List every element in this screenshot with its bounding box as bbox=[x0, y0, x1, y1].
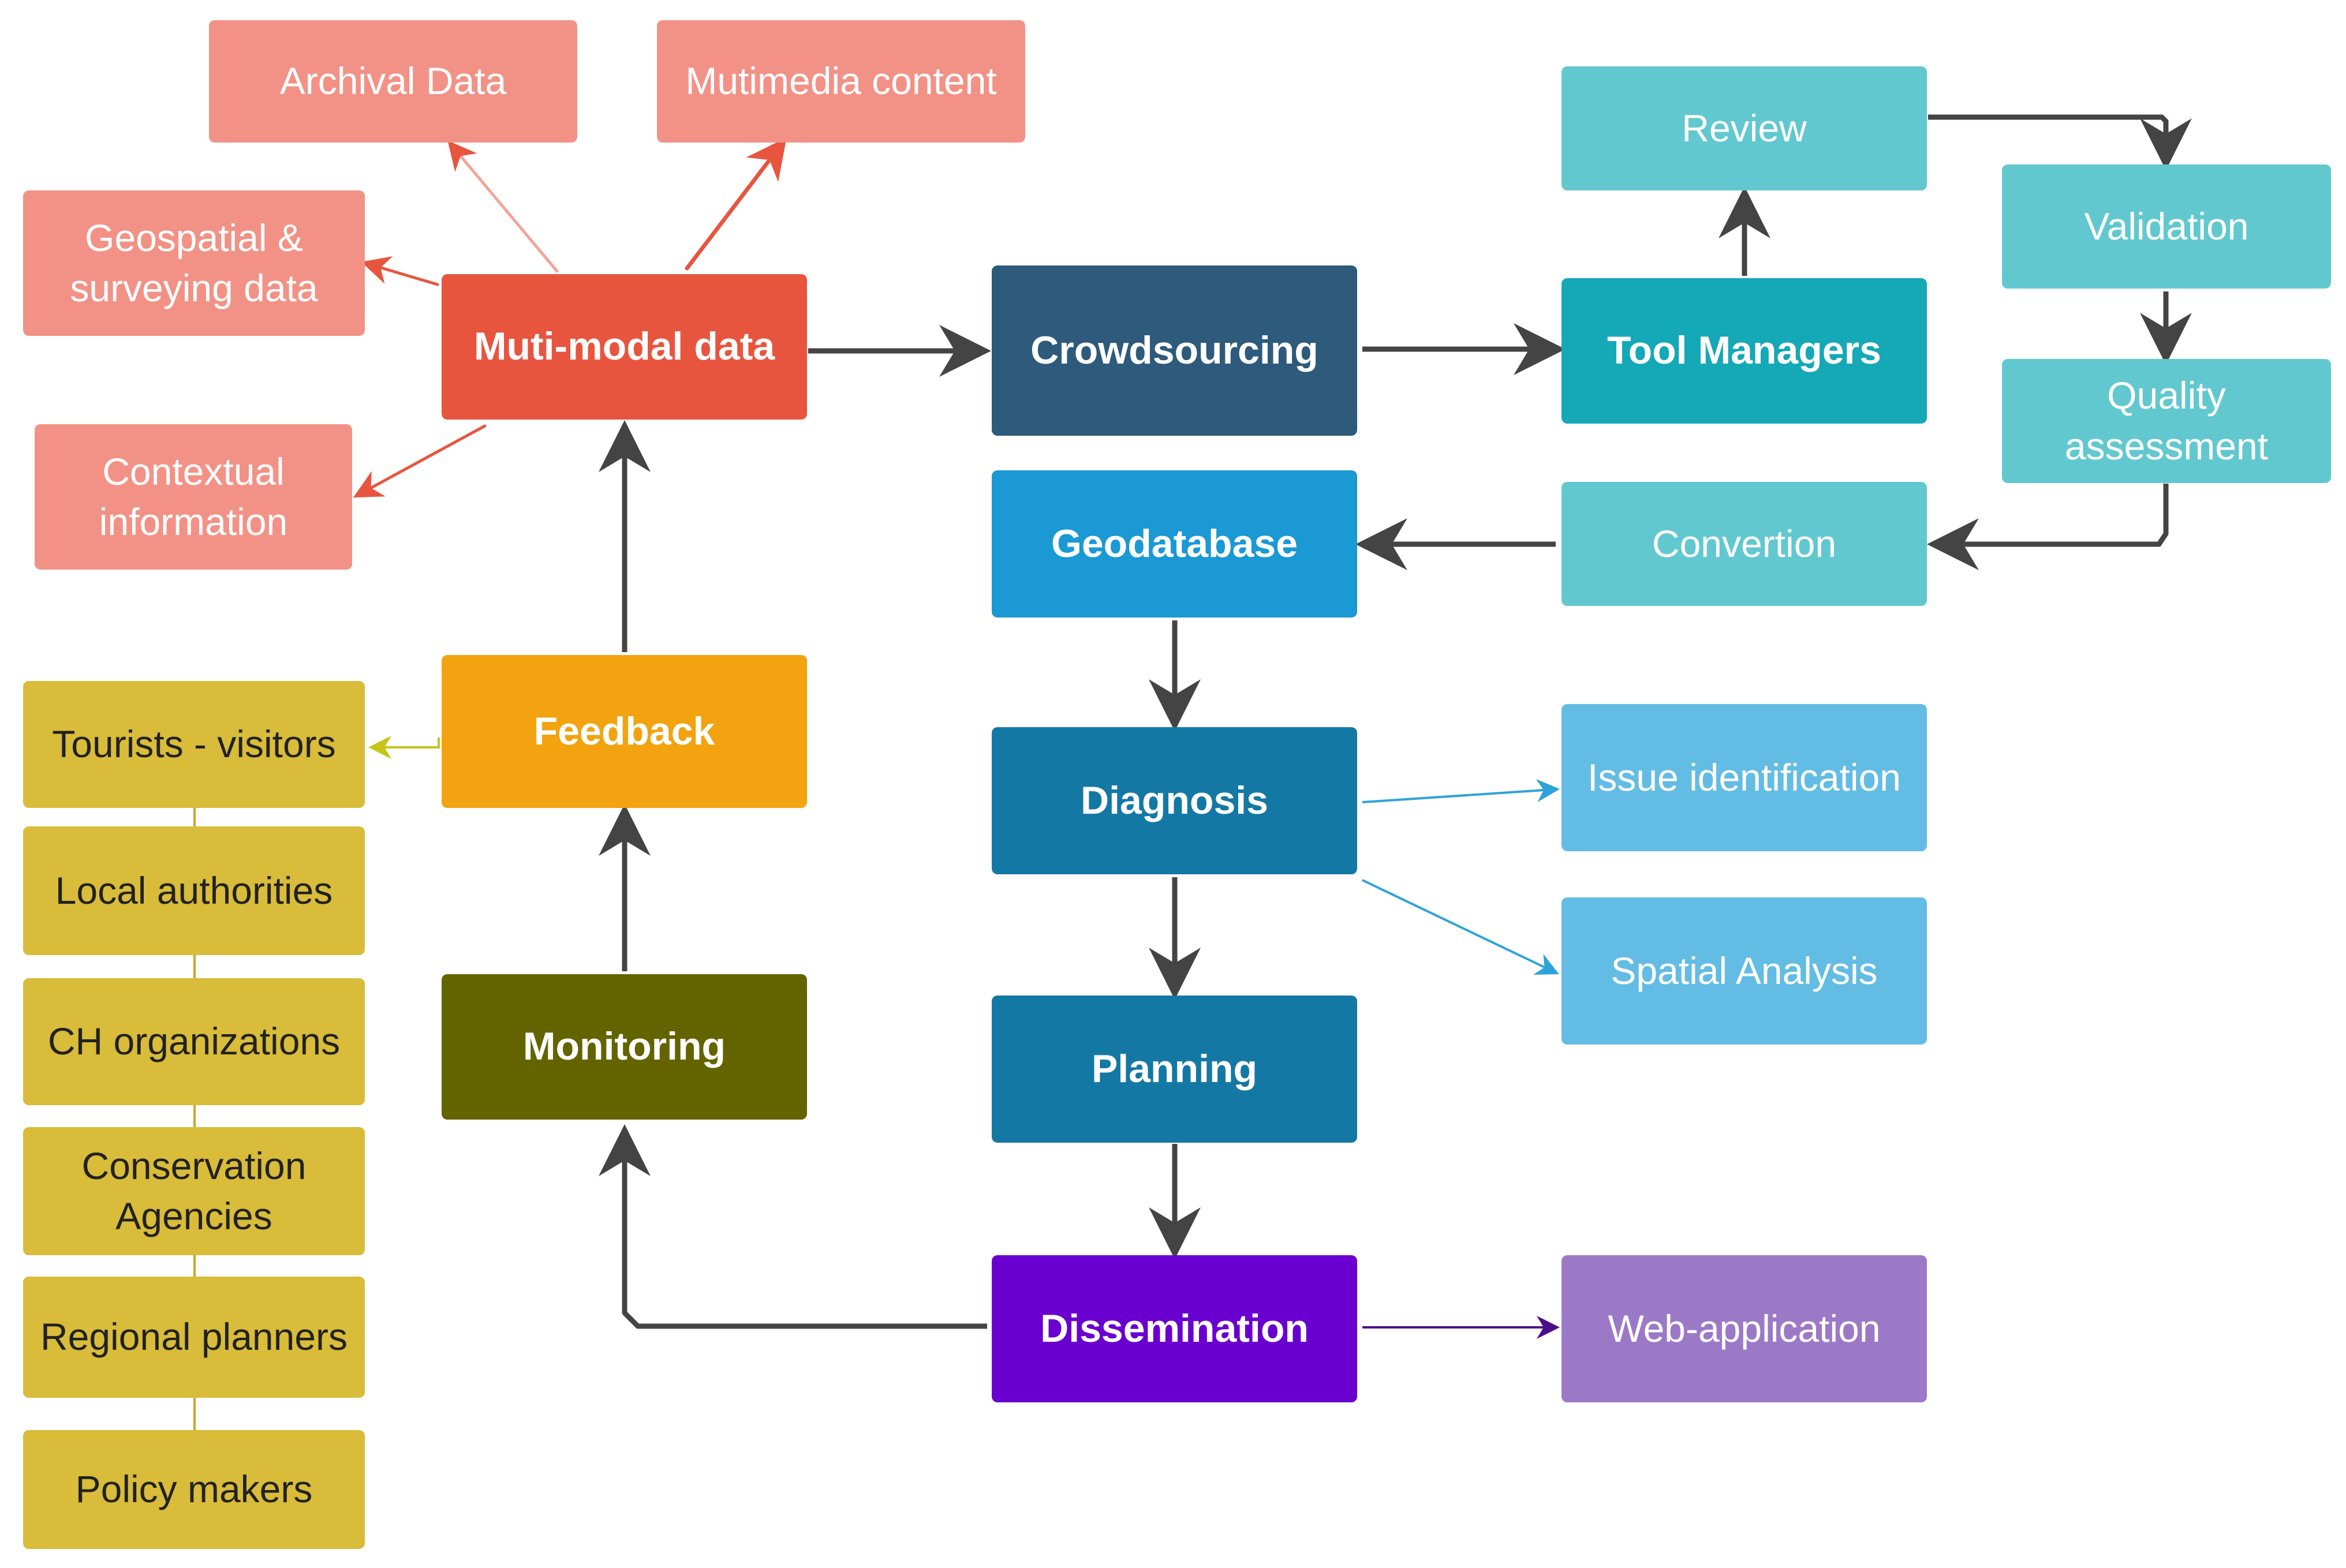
node-spatial-analysis: Spatial Analysis bbox=[1561, 897, 1927, 1045]
stakeholder-conservation-agencies: Conservation Agencies bbox=[23, 1127, 365, 1255]
node-dissemination: Dissemination bbox=[992, 1255, 1357, 1402]
diagnosis-arrows bbox=[1362, 779, 1560, 975]
stakeholder-regional-planners: Regional planners bbox=[23, 1277, 365, 1398]
node-diagnosis: Diagnosis bbox=[992, 727, 1357, 874]
node-multimedia-content: Mutimedia content bbox=[657, 20, 1025, 143]
node-geospatial-surveying-data: Geospatial & surveying data bbox=[23, 190, 365, 336]
node-web-application: Web-application bbox=[1561, 1255, 1927, 1402]
stakeholder-ch-organizations: CH organizations bbox=[23, 978, 365, 1105]
node-geodatabase: Geodatabase bbox=[992, 470, 1357, 618]
node-review: Review bbox=[1561, 66, 1927, 190]
main-flow-arrows bbox=[599, 114, 2192, 1329]
multimodal-arrows bbox=[353, 137, 787, 498]
stakeholder-policy-makers: Policy makers bbox=[23, 1430, 365, 1549]
node-issue-identification: Issue identification bbox=[1561, 704, 1927, 851]
node-crowdsourcing: Crowdsourcing bbox=[992, 265, 1357, 436]
node-validation: Validation bbox=[2002, 164, 2331, 289]
feedback-tourists-arrow bbox=[368, 736, 440, 759]
node-contextual-information: Contextual information bbox=[35, 424, 352, 570]
node-feedback: Feedback bbox=[442, 655, 807, 808]
node-planning: Planning bbox=[992, 996, 1357, 1143]
node-archival-data: Archival Data bbox=[209, 20, 577, 143]
node-tool-managers: Tool Managers bbox=[1561, 278, 1927, 424]
node-monitoring: Monitoring bbox=[442, 974, 807, 1120]
stakeholder-tourists-visitors: Tourists - visitors bbox=[23, 681, 365, 808]
node-convertion: Convertion bbox=[1561, 482, 1927, 606]
node-multimodal-data: Muti-modal data bbox=[442, 274, 807, 420]
node-quality-assessment: Quality assessment bbox=[2002, 359, 2331, 483]
stakeholder-local-authorities: Local authorities bbox=[23, 826, 365, 955]
